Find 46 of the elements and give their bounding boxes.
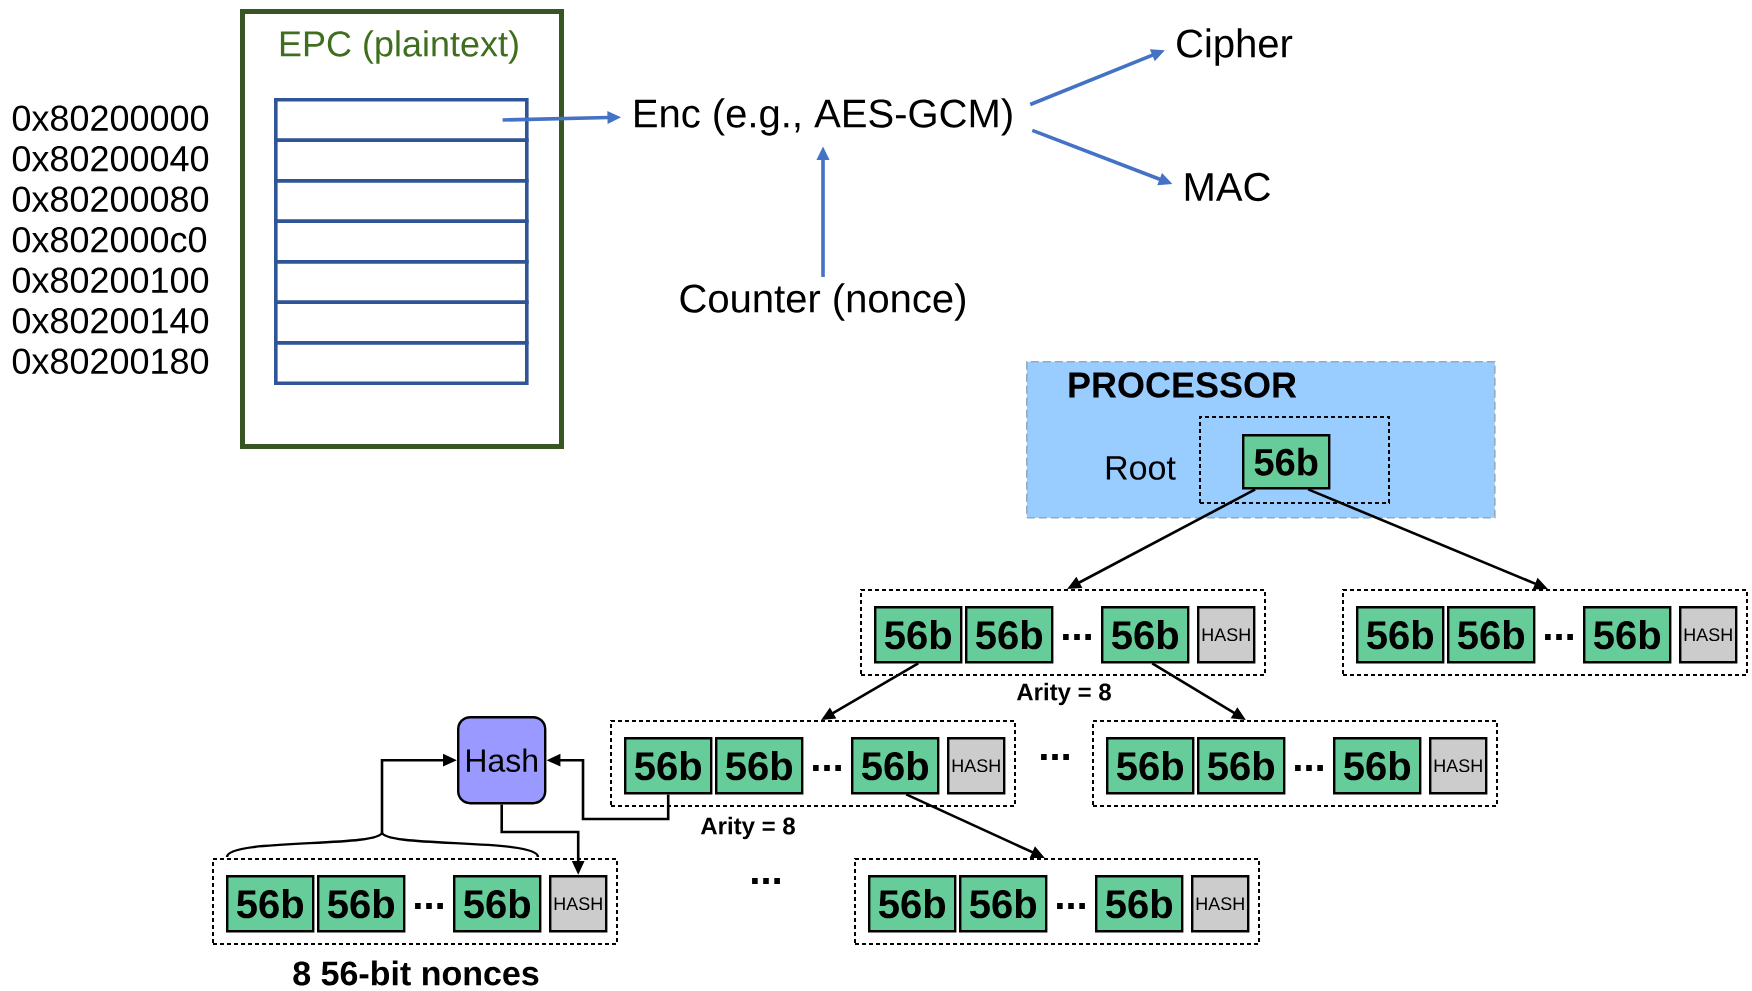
text-label: Counter (nonce) (680, 283, 965, 321)
address-label: 0x80200080 (12, 186, 209, 212)
counter-cell: 56b (1333, 737, 1422, 795)
counter-cell: 56b (868, 875, 957, 933)
hash-cell: HASH (549, 875, 608, 933)
counter-cell: 56b (965, 606, 1054, 664)
arity-label: Arity = 8 (1016, 682, 1111, 706)
hash-cell: HASH (1679, 606, 1738, 664)
counter-cell: 56b (874, 606, 963, 664)
counter-cell: 56b (1242, 434, 1331, 490)
text-label: MAC (1185, 172, 1270, 202)
root-label: Root (1106, 456, 1176, 480)
address-label: 0x80200140 (12, 308, 209, 334)
counter-cell: 56b (226, 875, 315, 933)
dashed-box (1199, 416, 1390, 504)
address-label: 0x80200180 (12, 348, 209, 374)
counter-cell: 56b (1356, 606, 1445, 664)
counter-cell: 56b (1106, 737, 1195, 795)
counter-cell: 56b (851, 737, 940, 795)
hash-cell: HASH (947, 737, 1006, 795)
counter-cell: 56b (1583, 606, 1672, 664)
address-label: 0x80200000 (12, 105, 209, 131)
hash-cell: HASH (1197, 606, 1256, 664)
address-label: 0x802000c0 (12, 227, 207, 253)
address-label: 0x80200040 (12, 146, 209, 172)
text-label: Cipher (1177, 28, 1293, 66)
arity-label: Arity = 8 (700, 816, 795, 840)
address-label: 0x80200100 (12, 267, 209, 293)
counter-cell: 56b (624, 737, 713, 795)
ellipsis: ... (752, 878, 780, 884)
counter-cell: 56b (959, 875, 1048, 933)
ellipsis: ... (1041, 754, 1069, 760)
counter-cell: 56b (317, 875, 406, 933)
memory-row (274, 341, 529, 386)
hash-cell: HASH (1191, 875, 1250, 933)
counter-cell: 56b (1095, 875, 1184, 933)
counter-cell: 56b (1197, 737, 1286, 795)
counter-cell: 56b (1447, 606, 1536, 664)
node-label: 8 56-bit nonces (293, 960, 539, 986)
counter-cell: 56b (1101, 606, 1190, 664)
text-label: Enc (e.g., AES-GCM) (635, 98, 1012, 136)
counter-cell: 56b (453, 875, 542, 933)
hash-cell: HASH (1429, 737, 1488, 795)
memory-region-box: EPC (plaintext) (240, 9, 564, 449)
counter-cell: 56b (715, 737, 804, 795)
hash-function-box: Hash (457, 716, 547, 805)
